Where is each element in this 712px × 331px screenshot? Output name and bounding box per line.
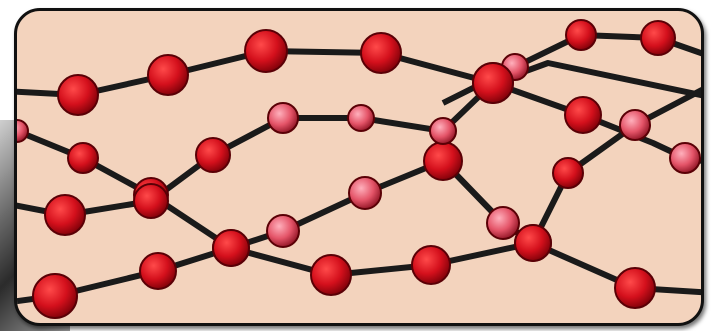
atom-node-dark bbox=[311, 255, 351, 295]
chain-network-diagram bbox=[14, 8, 704, 326]
atom-node-light bbox=[487, 207, 519, 239]
atom-node-dark bbox=[140, 253, 176, 289]
atom-node-dark bbox=[245, 30, 287, 72]
atom-node-dark bbox=[615, 268, 655, 308]
atom-node-dark bbox=[58, 75, 98, 115]
atom-node-dark bbox=[213, 230, 249, 266]
atom-node-dark bbox=[424, 142, 462, 180]
atom-node-dark bbox=[412, 246, 450, 284]
atom-node-light bbox=[14, 120, 28, 142]
atom-node-light bbox=[267, 215, 299, 247]
atom-node-dark bbox=[33, 274, 77, 318]
atom-node-dark bbox=[148, 55, 188, 95]
bond-line bbox=[14, 243, 704, 303]
atom-node-dark bbox=[45, 195, 85, 235]
atom-node-dark bbox=[361, 33, 401, 73]
atom-node-dark bbox=[515, 225, 551, 261]
atom-node-light bbox=[349, 177, 381, 209]
bond-line bbox=[14, 51, 704, 98]
atom-node-light bbox=[620, 110, 650, 140]
atom-node-dark bbox=[68, 143, 98, 173]
illustration-frame bbox=[14, 8, 704, 326]
bond-lines bbox=[14, 35, 704, 303]
atom-node-dark bbox=[565, 97, 601, 133]
atom-node-light bbox=[268, 103, 298, 133]
atom-node-dark bbox=[196, 138, 230, 172]
atom-node-dark bbox=[566, 20, 596, 50]
atom-node-dark bbox=[641, 21, 675, 55]
atom-node-dark bbox=[134, 184, 168, 218]
atom-node-light bbox=[670, 143, 700, 173]
atom-node-dark bbox=[553, 158, 583, 188]
atom-node-light bbox=[348, 105, 374, 131]
atom-node-light bbox=[430, 118, 456, 144]
atom-node-dark bbox=[473, 63, 513, 103]
